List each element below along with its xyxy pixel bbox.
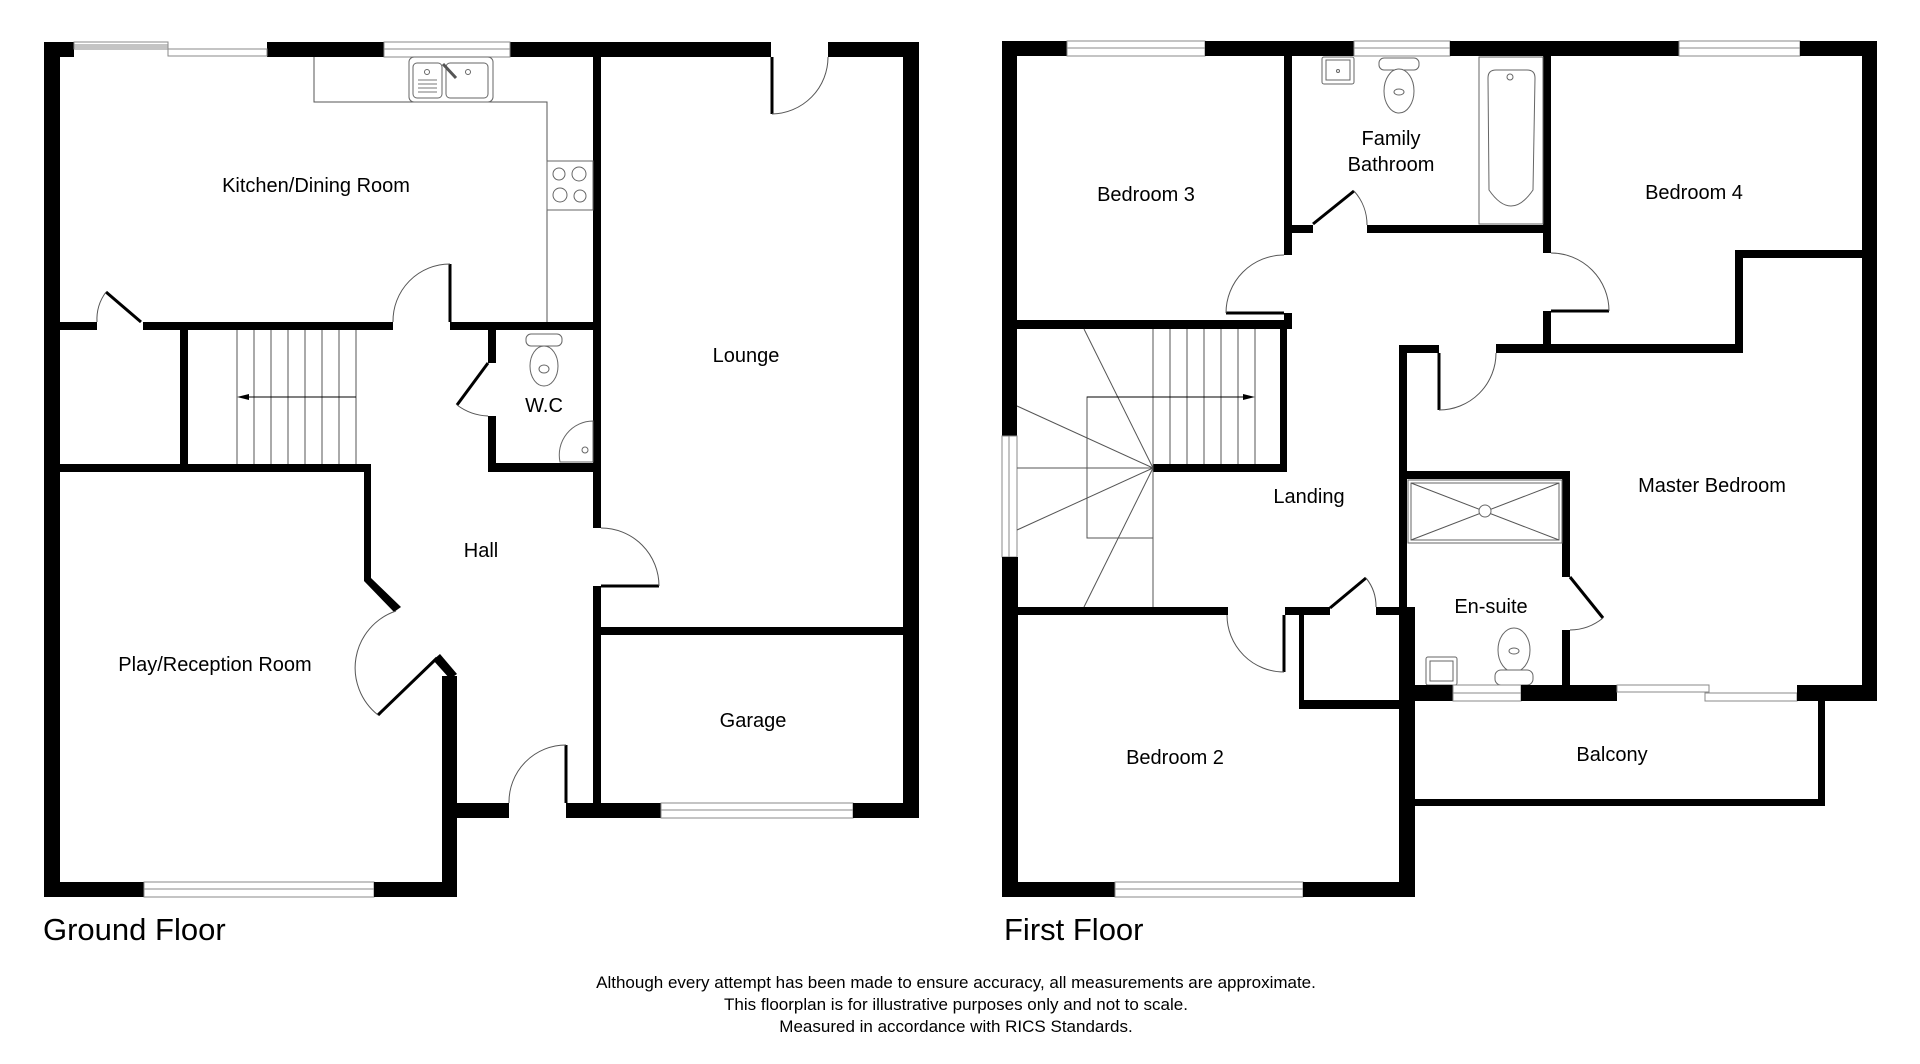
master-bedroom-door-icon bbox=[1437, 352, 1497, 411]
landing-cupboard-door-icon bbox=[1329, 576, 1377, 610]
room-label-kitchen-dining: Kitchen/Dining Room bbox=[222, 175, 410, 197]
kitchen-sink-icon bbox=[408, 56, 494, 103]
disclaimer: Although every attempt has been made to … bbox=[0, 972, 1912, 1038]
room-label-master-bedroom: Master Bedroom bbox=[1638, 475, 1786, 497]
room-label-balcony: Balcony bbox=[1576, 744, 1648, 766]
bedroom4-door-icon bbox=[1550, 252, 1610, 313]
kitchen-door-icon bbox=[392, 263, 452, 323]
bathroom-door-icon bbox=[1312, 189, 1368, 226]
cupboard-door-icon bbox=[96, 290, 142, 324]
wc-door-icon bbox=[455, 362, 490, 417]
first-floor-staircase bbox=[1016, 328, 1256, 608]
ground-floor-plan bbox=[44, 41, 919, 898]
ensuite-toilet-icon bbox=[1494, 627, 1534, 686]
room-label-bedroom-3: Bedroom 3 bbox=[1097, 184, 1195, 206]
room-label-bedroom-2: Bedroom 2 bbox=[1126, 747, 1224, 769]
disclaimer-line-1: Although every attempt has been made to … bbox=[596, 973, 1316, 992]
bathtub-icon bbox=[1478, 56, 1544, 225]
ensuite-basin-icon bbox=[1425, 656, 1458, 686]
room-label-hall: Hall bbox=[463, 540, 499, 562]
balcony-sliding-door bbox=[1616, 684, 1798, 702]
lounge-door-icon bbox=[770, 56, 829, 115]
kitchen-sliding-window bbox=[73, 41, 268, 57]
shower-tray-icon bbox=[1407, 479, 1563, 544]
lounge-hall-door-icon bbox=[600, 527, 660, 588]
room-label-play-reception: Play/Reception Room bbox=[118, 654, 312, 676]
room-label-landing: Landing bbox=[1273, 486, 1345, 508]
first-floor-plan bbox=[1001, 40, 1877, 898]
room-label-wc: W.C bbox=[525, 395, 563, 417]
room-label-lounge: Lounge bbox=[712, 345, 780, 367]
disclaimer-line-3: Measured in accordance with RICS Standar… bbox=[779, 1017, 1133, 1036]
front-door-icon bbox=[508, 744, 568, 804]
room-label-family-bathroom-line2: Bathroom bbox=[1347, 154, 1435, 176]
room-label-garage: Garage bbox=[719, 710, 787, 732]
bedroom2-door-icon bbox=[1226, 614, 1286, 673]
first-floor-title: First Floor bbox=[1004, 912, 1144, 947]
ensuite-door-icon bbox=[1568, 576, 1605, 631]
room-label-family-bathroom-line1: Family bbox=[1361, 128, 1421, 150]
bathroom-basin-icon bbox=[1321, 56, 1355, 85]
wc-basin-icon bbox=[558, 420, 594, 463]
kitchen-window bbox=[383, 41, 511, 58]
room-label-ensuite: En-suite bbox=[1454, 596, 1528, 618]
ground-floor-title: Ground Floor bbox=[43, 912, 226, 947]
disclaimer-line-2: This floorplan is for illustrative purpo… bbox=[724, 995, 1188, 1014]
play-room-door-icon bbox=[354, 610, 439, 717]
room-label-bedroom-4: Bedroom 4 bbox=[1645, 182, 1743, 204]
ground-floor-staircase bbox=[236, 330, 357, 464]
toilet-icon bbox=[525, 333, 563, 387]
bathroom-toilet-icon bbox=[1378, 57, 1420, 114]
bedroom3-door-icon bbox=[1225, 254, 1285, 315]
